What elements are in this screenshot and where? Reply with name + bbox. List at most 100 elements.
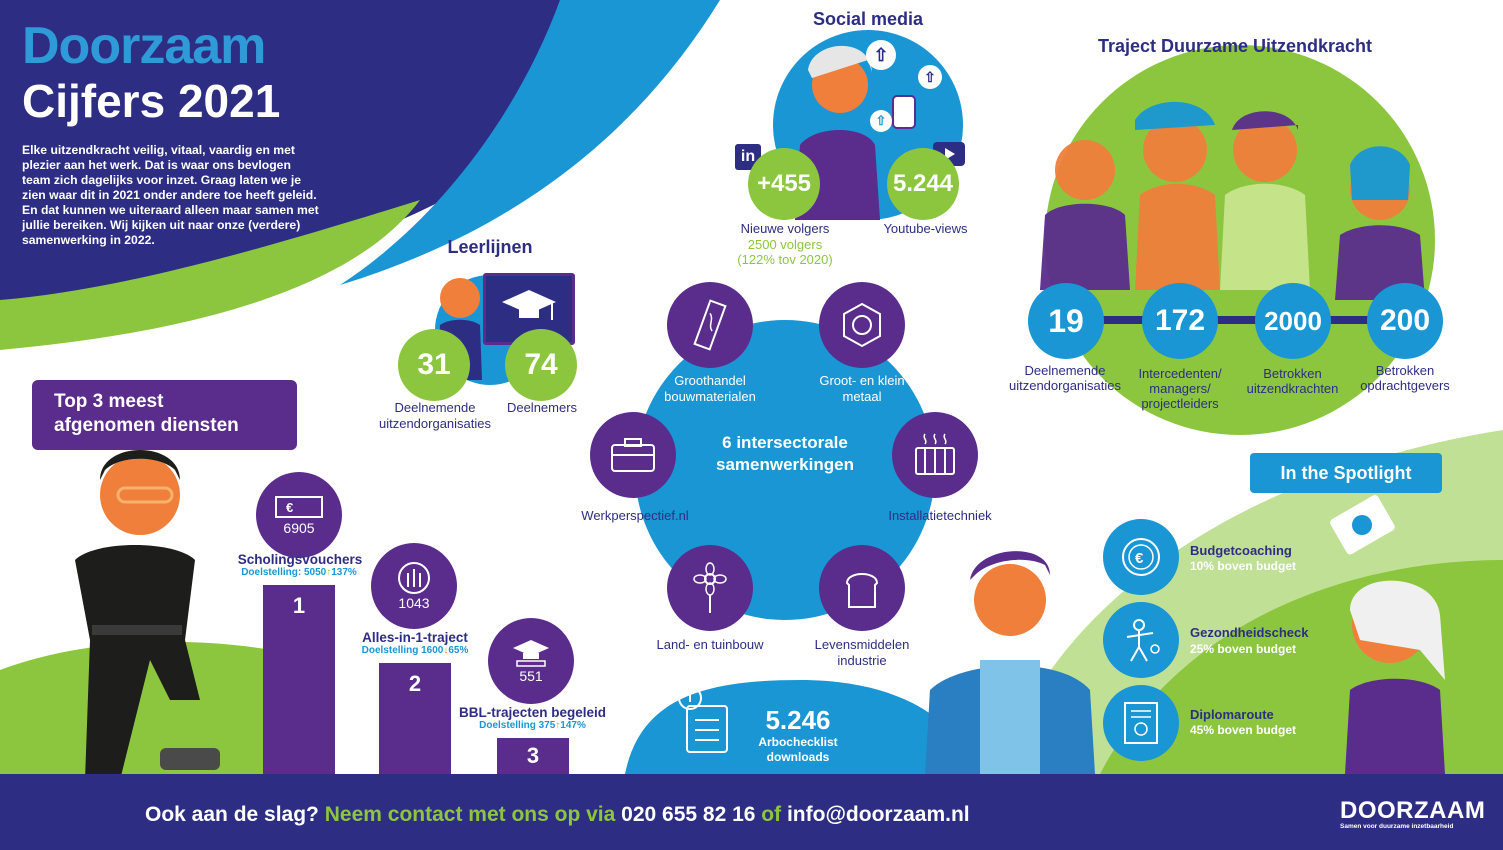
sector-6-label-1: Levensmiddelen [814,637,910,652]
traject-stat-1-value: 19 [1028,283,1104,359]
sector-2-label-2: metaal [842,389,882,404]
service-1-goal-pct: 137% [331,567,357,578]
service-2-count: 1043 [398,595,430,611]
sector-6-label-2: industrie [837,653,887,668]
sectors-center-line-1: 6 intersectorale [722,433,848,452]
service-2-circle: 1043 [371,543,457,629]
service-3-bar: 3 [497,738,569,774]
euro-coin-icon[interactable]: € [1103,519,1179,595]
voucher-icon: € [275,496,323,518]
arrow-up-icon: ⇧ [866,40,896,70]
followers-label: Nieuwe volgers [740,221,830,236]
traject-stat-2-label-2: managers/ [1149,381,1211,396]
traject-stat-2-label-1: Intercedenten/ [1138,366,1222,381]
service-2-goal: Doelstelling 1600↓65% [330,645,500,656]
wood-plank-icon[interactable] [667,282,753,368]
leerlijnen-orgs-value: 31 [398,329,470,401]
traject-stat-1-label-2: uitzendorganisaties [1008,378,1122,393]
health-check-icon[interactable] [1103,602,1179,678]
footer-cta: Ook aan de slag? [145,803,319,826]
arbo-label-1: Arbochecklist [758,735,838,749]
trend-down-icon: ↓ [443,645,449,656]
followers-growth: (122% tov 2020) [737,252,833,267]
followers-value: +455 [748,148,820,220]
footer-phone-link[interactable]: 020 655 82 16 [621,803,756,826]
service-3-goal-text: Doelstelling 375 [479,720,556,731]
sector-5-label-1: Land- en tuinbouw [656,637,764,652]
footer-contact: Ook aan de slag? Neem contact met ons op… [145,803,970,827]
traject-stat-2-value: 172 [1142,283,1218,359]
footer-contact-text: Neem contact met ons op via [324,803,616,826]
service-3-name: BBL-trajecten begeleid [458,705,607,720]
graduation-cap-icon [513,640,549,667]
bread-icon[interactable] [819,545,905,631]
leerlijnen-orgs-label-2: uitzendorganisaties [378,416,492,431]
spotlight-2-title: Gezondheidscheck [1190,625,1309,640]
sector-1-label-1: Groothandel [674,373,746,388]
footer-bar [0,774,1503,850]
sector-4-label-1: Installatietechniek [888,508,992,523]
leerlijnen-orgs-label-1: Deelnemende [394,400,476,415]
service-1-goal-text: Doelstelling: 5050 [241,567,327,578]
arbo-value: 5.246 [765,705,831,735]
service-1-count: 6905 [283,520,315,536]
service-3-circle: 551 [488,618,574,704]
leerlijnen-participants-label: Deelnemers [506,400,578,415]
diploma-icon[interactable] [1103,685,1179,761]
traject-stat-3-label-2: uitzendkrachten [1246,381,1339,396]
hex-nut-icon[interactable] [819,282,905,368]
phone-icon: ⇧ [870,110,892,132]
social-media-heading: Social media [812,9,924,29]
spotlight-1-title: Budgetcoaching [1190,543,1292,558]
arbo-label-2: downloads [766,750,830,764]
traject-stat-2-label-3: projectleiders [1141,396,1219,411]
traject-heading: Traject Duurzame Uitzendkracht [1097,36,1373,56]
top3-heading-1: Top 3 meest [54,391,164,412]
spotlight-2-sub: 25% boven budget [1190,642,1297,656]
sector-2-label-1: Groot- en klein [819,373,905,388]
traject-stat-4-value: 200 [1367,283,1443,359]
briefcase-icon[interactable] [590,412,676,498]
page-title: Cijfers 2021 [22,75,281,127]
service-1-circle: € 6905 [256,472,342,558]
spotlight-1-sub: 10% boven budget [1190,559,1297,573]
youtube-label: Youtube-views [883,221,968,236]
leerlijnen-participants-value: 74 [505,329,577,401]
top3-heading-2: afgenomen diensten [54,415,239,436]
followers-total: 2500 volgers [747,237,823,252]
service-2-bar: 2 [379,663,451,774]
radiator-icon[interactable] [892,412,978,498]
service-1-bar: 1 [263,585,335,774]
brand-title: Doorzaam [22,17,266,75]
service-1-goal: Doelstelling: 5050↑137% [210,567,388,578]
spotlight-3-title: Diplomaroute [1190,707,1274,722]
service-2-name: Alles-in-1-traject [362,630,468,645]
doorzaam-logo-tagline: Samen voor duurzame inzetbaarheid [1340,823,1454,830]
svg-text:€: € [286,500,293,515]
doorzaam-logo[interactable]: DOORZAAM [1340,797,1486,824]
checklist-download-icon[interactable] [675,684,735,756]
footer-or: of [761,803,782,826]
leerlijnen-heading: Leerlijnen [447,237,533,257]
youtube-value: 5.244 [887,148,959,220]
traject-stat-1-label-1: Deelnemende [1024,363,1106,378]
traject-stat-4-label-1: Betrokken [1375,363,1435,378]
arrows-up-icon [398,562,430,594]
sector-1-label-2: bouwmaterialen [664,389,756,404]
trend-up-icon: ↑ [326,567,332,578]
sectors-center-label: 6 intersectorale samenwerkingen [680,432,890,476]
top3-heading-box: Top 3 meest afgenomen diensten [32,380,297,450]
sectors-center-line-2: samenwerkingen [716,455,854,474]
intro-text: Elke uitzendkracht veilig, vitaal, vaard… [22,143,319,247]
service-2-goal-text: Doelstelling 1600 [361,645,444,656]
service-3-goal-pct: 147% [560,720,586,731]
spotlight-heading: In the Spotlight [1250,453,1442,493]
arrow-up-icon: ⇧ [918,65,942,89]
graduation-screen-icon [483,273,575,345]
service-3-goal: Doelstelling 375↑147% [445,720,620,731]
service-2-goal-pct: 65% [448,645,469,656]
footer-email-link[interactable]: info@doorzaam.nl [786,803,970,826]
sector-3-label-1: Werkperspectief.nl [581,508,689,523]
trend-up-icon: ↑ [555,720,561,731]
flower-icon[interactable] [667,545,753,631]
